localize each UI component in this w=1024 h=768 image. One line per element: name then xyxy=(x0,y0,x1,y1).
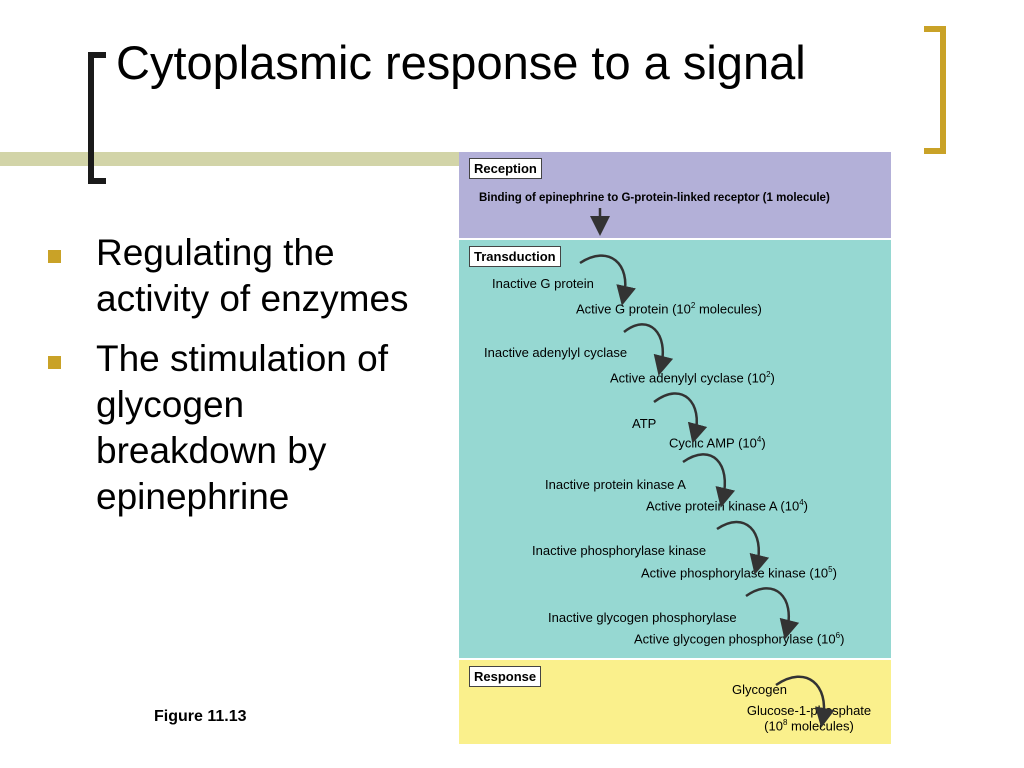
square-bullet-icon xyxy=(48,356,61,369)
reception-text: Binding of epinephrine to G-protein-link… xyxy=(479,192,830,204)
response-panel: Response Glycogen Glucose-1-phosphate (1… xyxy=(459,660,891,744)
reception-label: Reception xyxy=(469,158,542,179)
title-underline-bar xyxy=(0,152,462,166)
transduction-label: Transduction xyxy=(469,246,561,267)
bullet-list: Regulating the activity of enzymes The s… xyxy=(44,230,424,534)
step-active: Active glycogen phosphorylase (106) xyxy=(634,631,845,647)
bullet-item: The stimulation of glycogen breakdown by… xyxy=(44,336,424,520)
bullet-item: Regulating the activity of enzymes xyxy=(44,230,424,322)
step-active: Cyclic AMP (104) xyxy=(669,435,766,451)
step-active: Active protein kinase A (104) xyxy=(646,498,808,514)
bullet-text: Regulating the activity of enzymes xyxy=(96,232,409,319)
square-bullet-icon xyxy=(48,250,61,263)
left-bracket-decoration xyxy=(88,52,106,184)
step-active: Active G protein (102 molecules) xyxy=(576,301,762,317)
slide-title: Cytoplasmic response to a signal xyxy=(116,36,806,89)
response-product: Glucose-1-phosphate (108 molecules) xyxy=(746,703,872,734)
step-inactive: Inactive phosphorylase kinase xyxy=(532,543,707,558)
step-active: Active adenylyl cyclase (102) xyxy=(610,370,775,386)
step-inactive: ATP xyxy=(632,416,657,431)
response-substrate: Glycogen xyxy=(732,682,787,697)
step-active: Active phosphorylase kinase (105) xyxy=(641,565,837,581)
step-inactive: Inactive adenylyl cyclase xyxy=(484,345,628,360)
step-inactive: Inactive glycogen phosphorylase xyxy=(548,610,737,625)
step-inactive: Inactive protein kinase A xyxy=(545,477,686,492)
bullet-text: The stimulation of glycogen breakdown by… xyxy=(96,338,389,517)
step-inactive: Inactive G protein xyxy=(492,276,594,291)
response-label: Response xyxy=(469,666,542,687)
signal-pathway-figure: Reception Binding of epinephrine to G-pr… xyxy=(459,152,891,744)
reception-panel: Reception Binding of epinephrine to G-pr… xyxy=(459,152,891,238)
figure-caption: Figure 11.13 xyxy=(154,708,247,725)
right-bracket-decoration xyxy=(924,26,946,154)
transduction-panel: Transduction Inactive G protein Active G… xyxy=(459,240,891,658)
